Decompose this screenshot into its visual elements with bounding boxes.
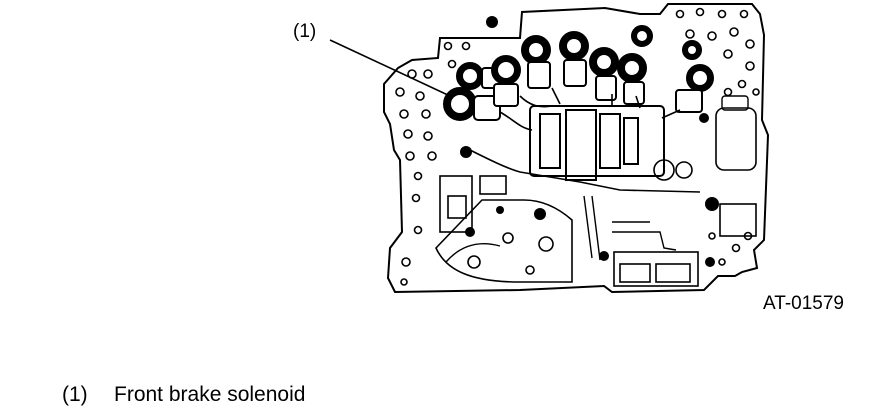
harness-connector [469,87,701,193]
lower-left-assembly [435,175,573,283]
legend-item-number: (1) [62,383,88,406]
callout-label-1: (1) [293,21,317,42]
plate-holes-left [395,41,471,286]
solenoid-row [443,25,714,121]
callout-leader-line [329,39,451,97]
figure-code: AT-01579 [763,293,844,314]
legend-item: (1) Front brake solenoid [62,383,305,407]
legend-item-text: Front brake solenoid [114,383,306,406]
valve-body-plate [383,3,770,294]
plate-window-right [715,107,757,171]
lower-right-assembly [583,159,757,287]
